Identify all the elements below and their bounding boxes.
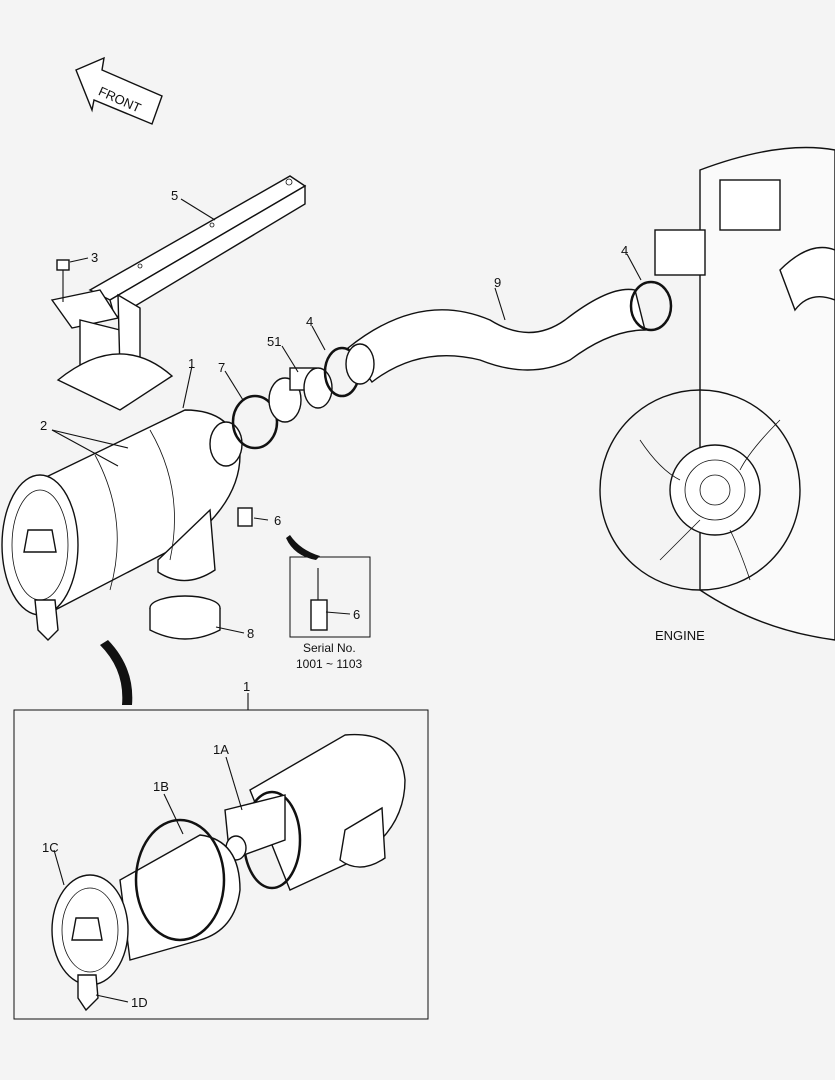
callout-2: 2	[40, 418, 47, 433]
exploded-air-cleaner	[51, 733, 406, 1012]
engine	[599, 146, 835, 641]
callout-6-inset: 6	[353, 607, 360, 622]
callout-5: 5	[171, 188, 178, 203]
callout-1: 1	[188, 356, 195, 371]
bolt	[56, 259, 70, 302]
leader-lines	[51, 198, 642, 1003]
detail-box	[13, 709, 429, 1020]
callout-1A: 1A	[213, 742, 229, 757]
callout-1D: 1D	[131, 995, 148, 1010]
callout-7: 7	[218, 360, 225, 375]
detail-arrow-left	[100, 640, 133, 705]
serial-line-2: 1001 ~ 1103	[296, 657, 363, 671]
sensor-6	[237, 507, 253, 527]
callout-8: 8	[247, 626, 254, 641]
callout-1B: 1B	[153, 779, 169, 794]
detail-arrow-right	[286, 535, 320, 560]
callout-1C: 1C	[42, 840, 59, 855]
front-arrow: FRONT	[75, 56, 163, 125]
mounting-bracket	[50, 175, 307, 411]
clamp-7	[231, 394, 279, 450]
clamp-4-right	[629, 280, 673, 332]
engine-label: ENGINE	[655, 628, 705, 643]
air-cleaner-assembly	[1, 409, 243, 641]
callout-51: 51	[267, 334, 281, 349]
cap	[149, 595, 221, 640]
callout-1-detail: 1	[243, 679, 250, 694]
serial-sensor	[310, 568, 328, 631]
mass-air-flow-sensor	[268, 367, 333, 423]
intake-hose	[347, 288, 646, 383]
callouts: 5 3 1 2 7 51 4 9 4 6 6 8 1 1A 1B 1C 1D	[40, 188, 628, 1010]
callout-4-right: 4	[621, 243, 628, 258]
serial-line-1: Serial No.	[303, 641, 356, 655]
serial-inset-box	[289, 556, 371, 638]
callout-9: 9	[494, 275, 501, 290]
callout-6: 6	[274, 513, 281, 528]
callout-3: 3	[91, 250, 98, 265]
callout-4-left: 4	[306, 314, 313, 329]
